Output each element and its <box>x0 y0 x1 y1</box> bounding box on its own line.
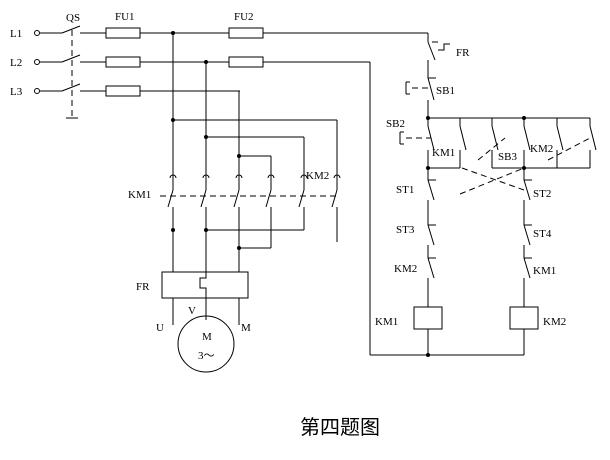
u-terminal-label: U <box>156 322 164 334</box>
st4-contact <box>523 224 532 246</box>
fr-thermal-relay <box>161 271 249 325</box>
km1-coil-label: KM1 <box>375 316 398 328</box>
km2-main-label: KM2 <box>306 170 329 182</box>
km2-interlock-label: KM2 <box>394 263 417 275</box>
st2-label: ST2 <box>533 188 551 200</box>
fu2-label: FU2 <box>234 11 254 23</box>
motor-m-label: M <box>202 331 212 343</box>
sb3-button <box>491 125 531 151</box>
sb2-label: SB2 <box>386 118 405 130</box>
sb2-button <box>399 125 435 151</box>
fr-contact-label: FR <box>456 47 470 59</box>
motor-type-label: 3～ <box>198 350 215 362</box>
v-terminal-label: V <box>188 305 196 317</box>
qs-switch <box>61 25 106 119</box>
l3-label: L3 <box>10 86 23 98</box>
l2-label: L2 <box>10 57 22 69</box>
st1-contact <box>427 179 436 201</box>
sb3-label: SB3 <box>498 151 517 163</box>
control-wiring <box>369 33 591 356</box>
sb1-button <box>405 77 436 101</box>
w-terminal-label: M <box>241 322 251 334</box>
fr-nc-contact <box>427 41 450 61</box>
km2-hold-contact <box>556 125 597 151</box>
km2-hold-label: KM2 <box>530 143 553 155</box>
fu2-fuses <box>228 27 428 68</box>
km1-interlock-label: KM1 <box>533 265 556 277</box>
st3-label: ST3 <box>396 224 415 236</box>
km2-coil-label: KM2 <box>543 316 566 328</box>
qs-label: QS <box>66 12 80 24</box>
main-circuit-wiring <box>172 33 338 272</box>
st2-contact <box>523 179 532 201</box>
figure-caption: 第四题图 <box>300 416 380 439</box>
km2-main-contacts <box>265 174 341 208</box>
km1-hold-contact <box>459 125 467 151</box>
st1-label: ST1 <box>396 184 414 196</box>
supply-lines <box>34 30 62 94</box>
km1-coil <box>413 306 443 330</box>
st3-contact <box>427 224 436 246</box>
km2-interlock-contact <box>427 257 436 279</box>
sb1-label: SB1 <box>436 85 455 97</box>
km1-hold-label: KM1 <box>432 147 455 159</box>
fr-relay-label: FR <box>136 281 150 293</box>
motor <box>177 315 235 373</box>
km1-main-contacts <box>160 174 340 208</box>
km1-interlock-contact <box>523 257 532 279</box>
junction-dots <box>171 31 526 357</box>
fu1-fuses <box>105 27 240 97</box>
st4-label: ST4 <box>533 228 552 240</box>
fu1-label: FU1 <box>115 11 135 23</box>
l1-label: L1 <box>10 28 22 40</box>
mechanical-linkage <box>459 137 591 195</box>
km2-coil <box>509 306 539 330</box>
km1-main-label: KM1 <box>128 189 151 201</box>
